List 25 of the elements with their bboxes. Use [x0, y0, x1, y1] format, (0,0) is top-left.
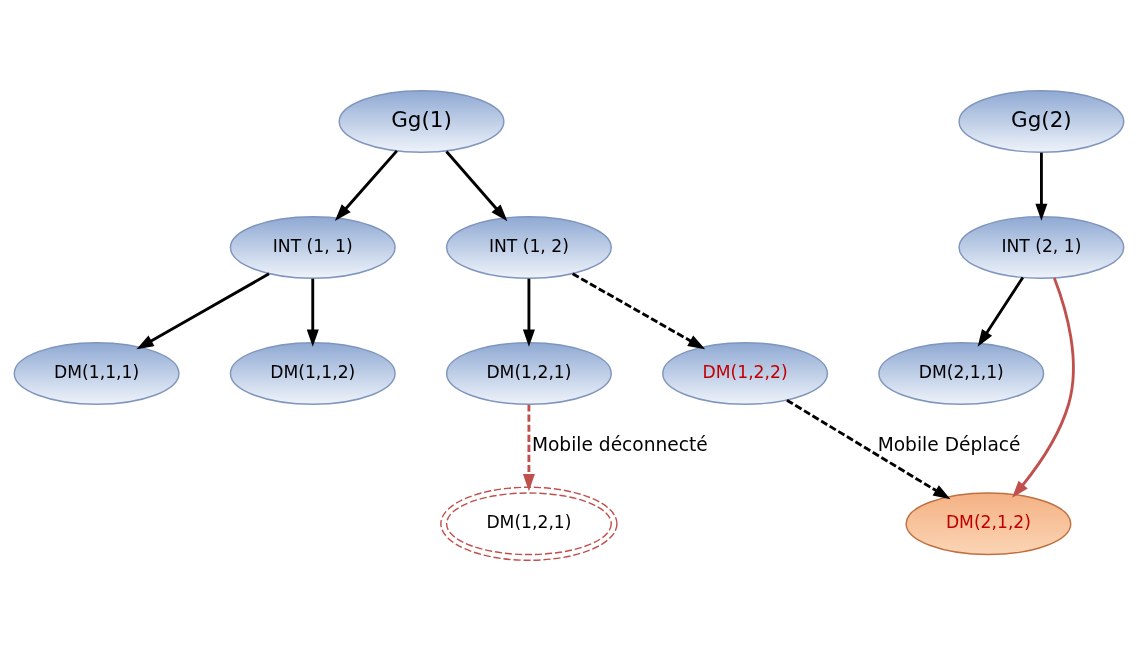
edge-label: Mobile Déplacé	[877, 433, 1021, 455]
node-ellipse: INT (2, 1)	[958, 215, 1125, 279]
arrow	[522, 278, 535, 347]
arrow	[334, 149, 398, 221]
arrow	[1035, 152, 1048, 221]
arrow	[445, 150, 508, 221]
node-ellipse: DM(1,1,1)	[13, 341, 180, 405]
node-ellipse: DM(1,2,2)	[662, 341, 829, 405]
arrow	[136, 272, 270, 349]
node-ellipse: DM(1,2,1)	[440, 486, 618, 561]
arrow	[522, 404, 535, 491]
arrow	[977, 276, 1024, 347]
edge-label: Mobile déconnecté	[531, 433, 708, 455]
node-ellipse: DM(1,1,2)	[229, 341, 396, 405]
node-ellipse: INT (1, 1)	[229, 215, 396, 279]
node-ellipse: INT (1, 2)	[445, 215, 612, 279]
arrow	[571, 272, 706, 349]
node-ellipse: DM(1,2,1)	[445, 341, 612, 405]
node-ellipse: DM(2,1,1)	[878, 341, 1045, 405]
node-ellipse: Gg(2)	[958, 89, 1125, 153]
arrow	[786, 398, 951, 499]
node-ellipse: DM(2,1,2)	[905, 491, 1072, 555]
arrow	[306, 278, 319, 347]
arrow	[1012, 276, 1075, 498]
node-ellipse: Gg(1)	[338, 89, 505, 153]
